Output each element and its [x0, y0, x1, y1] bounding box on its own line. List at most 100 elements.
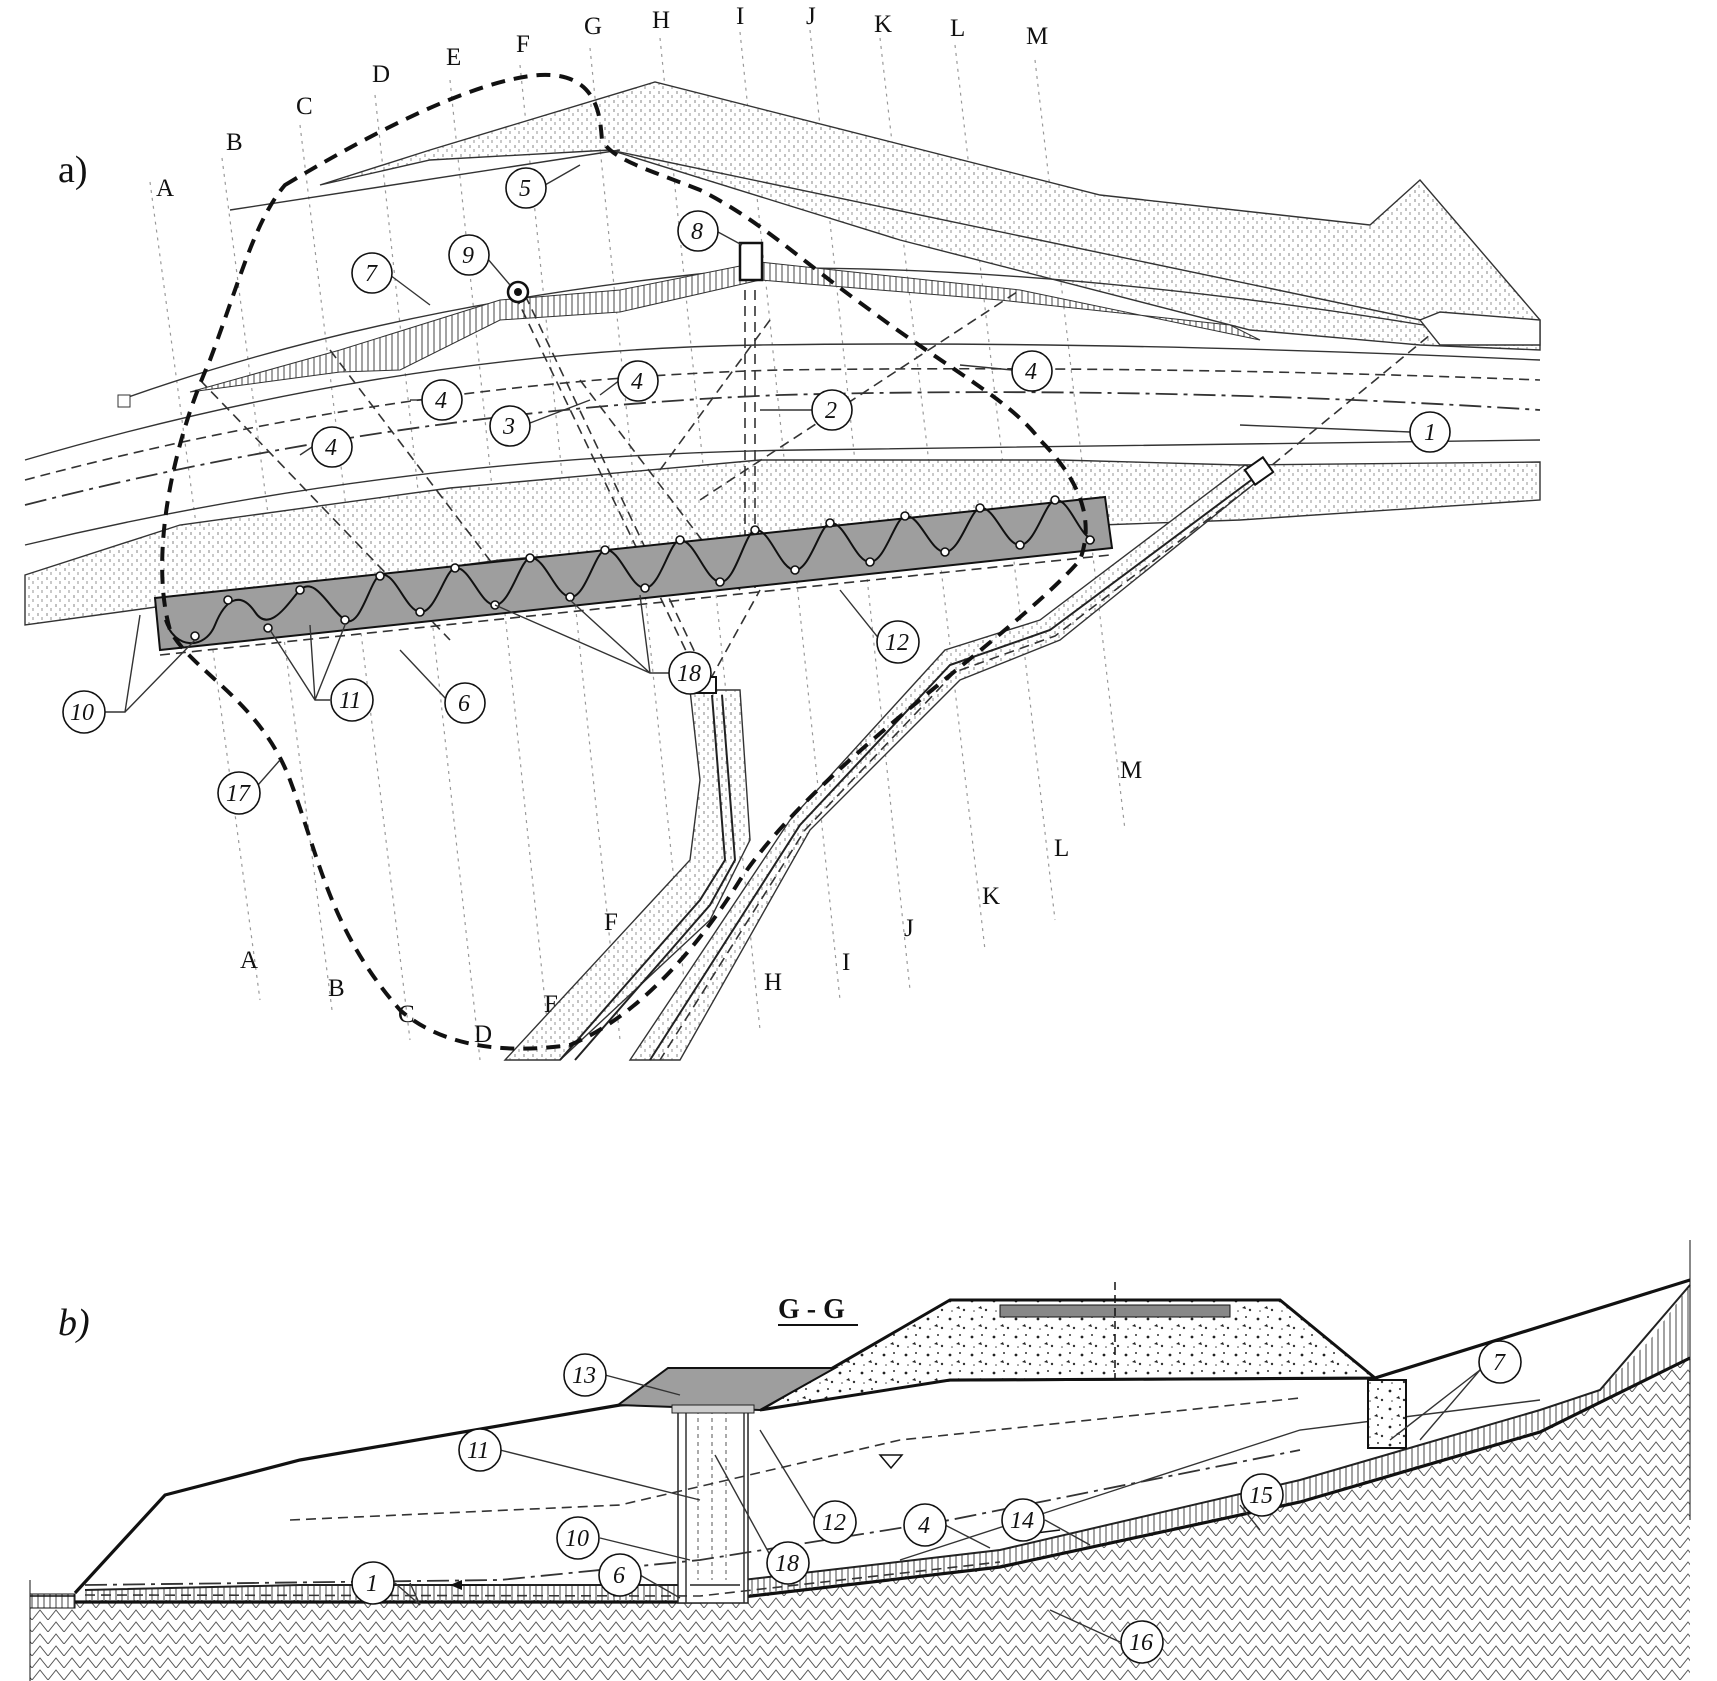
grid-label: F: [604, 909, 618, 936]
callout-5: 5: [505, 164, 581, 209]
callout-13: 13: [563, 1353, 681, 1397]
panel-a-label: a): [58, 149, 88, 191]
svg-text:1: 1: [366, 1571, 378, 1597]
callout-15: 15: [1239, 1473, 1284, 1531]
grid-label: I: [736, 3, 744, 30]
grid-labels-bottom: A B C D E F G H I J K L M: [240, 757, 1142, 1048]
callout-4: 4: [410, 379, 463, 421]
svg-text:11: 11: [467, 1438, 489, 1464]
landfill-body: [759, 1298, 1380, 1412]
grid-label: H: [652, 7, 670, 34]
grid-label: I: [842, 949, 850, 976]
svg-text:12: 12: [885, 630, 909, 656]
callout-11: 11: [458, 1428, 701, 1501]
callouts-panel-a: 1 2 3 4 4: [62, 164, 1451, 815]
panel-b: b) G - G: [29, 1240, 1691, 1681]
outlet-channel: [628, 464, 1267, 1061]
barrier-nodes: [190, 495, 1095, 641]
section-title: G - G: [778, 1294, 845, 1325]
callout-7: 7: [1389, 1340, 1522, 1441]
grid-label: D: [372, 61, 390, 88]
svg-text:13: 13: [572, 1363, 596, 1389]
grid-label: M: [1026, 23, 1048, 50]
svg-text:6: 6: [613, 1563, 625, 1589]
svg-text:7: 7: [1493, 1350, 1506, 1376]
grid-label: G: [584, 13, 602, 40]
callout-4: 4: [903, 1503, 991, 1549]
svg-text:1: 1: [1424, 420, 1436, 446]
ditch-7: [189, 261, 1261, 393]
grid-label: E: [446, 44, 461, 71]
road-axis: [24, 391, 1541, 506]
grid-label: M: [1120, 757, 1142, 784]
callout-11: 11: [269, 624, 374, 722]
grid-label: L: [950, 15, 965, 42]
panel-b-label: b): [58, 1302, 90, 1344]
monitoring-well-8: [738, 241, 764, 282]
svg-text:16: 16: [1129, 1630, 1153, 1656]
grid-label: A: [156, 175, 174, 202]
callout-16: 16: [1049, 1609, 1164, 1664]
callout-14: 14: [1001, 1498, 1091, 1546]
barrier-wall: [677, 1407, 749, 1604]
callout-6: 6: [399, 649, 486, 724]
inlet-pipe: [1418, 311, 1541, 346]
callout-12: 12: [759, 1429, 857, 1544]
svg-text:15: 15: [1249, 1483, 1273, 1509]
callout-18: 18: [714, 1454, 810, 1585]
svg-text:12: 12: [822, 1510, 846, 1536]
svg-text:4: 4: [918, 1513, 930, 1539]
svg-text:4: 4: [435, 388, 447, 414]
callout-8: 8: [677, 210, 743, 252]
grid-label: D: [474, 1021, 492, 1048]
callout-18: 18: [494, 594, 712, 695]
callout-1: 1: [1239, 411, 1451, 453]
svg-text:14: 14: [1010, 1508, 1034, 1534]
svg-text:2: 2: [825, 398, 837, 424]
grid-label: K: [874, 11, 892, 38]
grid-label: J: [904, 915, 914, 942]
callout-4: 4: [599, 360, 659, 402]
drainage-trench: [1367, 1379, 1407, 1449]
svg-text:8: 8: [691, 219, 703, 245]
svg-text:17: 17: [226, 781, 251, 807]
ground-bedrock: [30, 1358, 1690, 1681]
reactive-barrier: [153, 495, 1114, 652]
callout-6: 6: [598, 1553, 681, 1599]
svg-text:11: 11: [339, 688, 361, 714]
grid-label: B: [226, 129, 243, 156]
callouts-panel-b: 1 4 6 7 10: [351, 1340, 1522, 1664]
panel-a: a) A B C D E F G H I J: [24, 3, 1541, 1061]
callout-17: 17: [217, 759, 281, 815]
svg-text:6: 6: [458, 691, 470, 717]
callout-4: 4: [959, 350, 1053, 392]
collector-channel: [503, 689, 751, 1061]
grid-label: J: [806, 3, 816, 30]
svg-text:4: 4: [1025, 359, 1037, 385]
svg-text:10: 10: [565, 1526, 589, 1552]
svg-text:10: 10: [70, 700, 94, 726]
callout-10: 10: [556, 1516, 691, 1561]
drain-lines: [199, 289, 1431, 681]
grid-label: L: [1054, 835, 1069, 862]
grid-label: H: [764, 969, 782, 996]
svg-text:4: 4: [325, 435, 337, 461]
svg-text:5: 5: [519, 176, 531, 202]
grid-label: K: [982, 883, 1000, 910]
callout-12: 12: [839, 589, 920, 664]
callout-1: 1: [351, 1561, 421, 1606]
svg-text:4: 4: [631, 369, 643, 395]
grid-label: F: [516, 31, 530, 58]
grid-label: B: [328, 975, 345, 1002]
svg-text:9: 9: [462, 243, 474, 269]
callout-4: 4: [299, 426, 353, 468]
svg-text:7: 7: [365, 261, 378, 287]
callout-3: 3: [489, 399, 591, 447]
callout-10: 10: [62, 614, 196, 734]
grid-label: C: [296, 93, 313, 120]
callout-2: 2: [760, 389, 853, 431]
contamination-boundary: [160, 72, 1088, 1051]
svg-text:18: 18: [775, 1551, 799, 1577]
svg-text:18: 18: [677, 661, 701, 687]
